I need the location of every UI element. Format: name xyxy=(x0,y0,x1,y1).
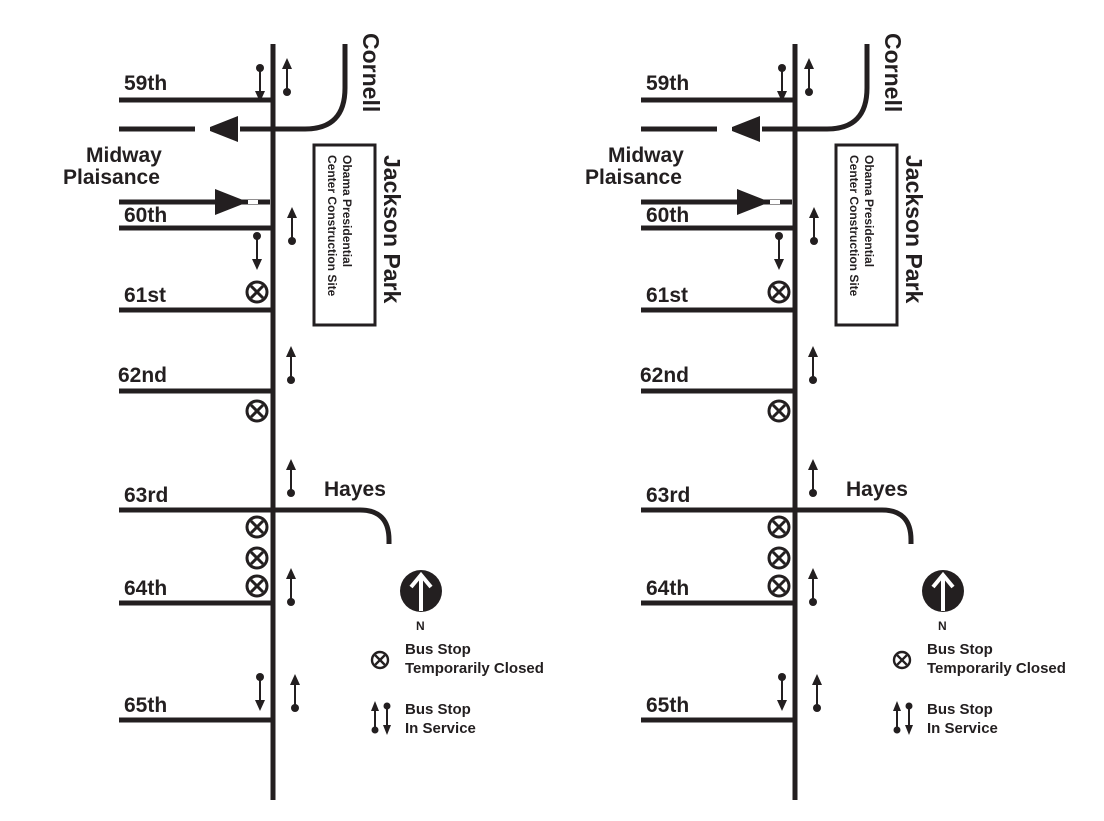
label-midway: Midway xyxy=(86,144,162,167)
bus-stop-in-service-icon xyxy=(285,458,297,498)
label-midway: Midway xyxy=(608,144,684,167)
legend-service-line1: Bus Stop xyxy=(405,701,471,718)
legend-closed-line2: Temporarily Closed xyxy=(927,660,1066,677)
westbound-arrow-icon xyxy=(205,116,238,142)
north-label: N xyxy=(938,619,947,633)
label-cornell: Cornell xyxy=(880,33,906,112)
bus-stop-in-service-icon xyxy=(286,206,298,246)
bus-stop-in-service-icon xyxy=(811,673,823,713)
cornell-road xyxy=(762,44,870,132)
westbound-arrow-icon xyxy=(727,116,760,142)
bus-stop-in-service-icon xyxy=(254,63,266,103)
bus-stop-in-service-icon xyxy=(285,345,297,385)
closed-stop-icon xyxy=(767,574,791,598)
bus-stop-in-service-icon xyxy=(254,672,266,712)
closed-stop-icon xyxy=(245,280,269,304)
closed-stop-icon xyxy=(245,399,269,423)
bus-stop-in-service-icon xyxy=(776,63,788,103)
label-59th: 59th xyxy=(124,72,167,95)
label-cornell: Cornell xyxy=(358,33,384,112)
legend-service-icon xyxy=(370,700,392,736)
legend-service-line2: In Service xyxy=(405,720,476,737)
eastbound-arrow-icon xyxy=(737,189,770,215)
label-60th: 60th xyxy=(124,204,167,227)
closed-stop-icon xyxy=(767,399,791,423)
label-jackson-park: Jackson Park xyxy=(901,155,927,304)
legend-closed-line1: Bus Stop xyxy=(927,641,993,658)
bus-stop-in-service-icon xyxy=(251,231,263,271)
legend-service-icon xyxy=(892,700,914,736)
site-label-line1: Obama Presidential xyxy=(862,155,876,267)
label-61st: 61st xyxy=(124,284,166,307)
closed-stop-icon xyxy=(245,515,269,539)
cornell-road xyxy=(240,44,348,132)
label-65th: 65th xyxy=(646,694,689,717)
label-59th: 59th xyxy=(646,72,689,95)
label-hayes: Hayes xyxy=(846,478,908,501)
bus-stop-in-service-icon xyxy=(776,672,788,712)
map-panel-left: Obama Presidential Center Construction S… xyxy=(63,33,544,800)
label-hayes: Hayes xyxy=(324,478,386,501)
label-jackson-park: Jackson Park xyxy=(379,155,405,304)
label-63rd: 63rd xyxy=(646,484,690,507)
site-label-line2: Center Construction Site xyxy=(325,155,339,297)
closed-stop-icon xyxy=(245,574,269,598)
hayes-road xyxy=(273,507,392,544)
label-63rd: 63rd xyxy=(124,484,168,507)
legend-closed-icon xyxy=(370,650,390,670)
bus-stop-in-service-icon xyxy=(289,673,301,713)
label-65th: 65th xyxy=(124,694,167,717)
legend-service-line1: Bus Stop xyxy=(927,701,993,718)
bus-stop-in-service-icon xyxy=(773,231,785,271)
legend-closed-line2: Temporarily Closed xyxy=(405,660,544,677)
label-62nd: 62nd xyxy=(640,364,689,387)
construction-site-box xyxy=(834,143,899,327)
closed-stop-icon xyxy=(767,546,791,570)
label-plaisance: Plaisance xyxy=(585,166,682,189)
site-label-line1: Obama Presidential xyxy=(340,155,354,267)
bus-stop-in-service-icon xyxy=(808,206,820,246)
legend-closed-icon xyxy=(892,650,912,670)
north-label: N xyxy=(416,619,425,633)
legend-service-line2: In Service xyxy=(927,720,998,737)
map-panel-right: Obama Presidential Center Construction S… xyxy=(585,33,1066,800)
hayes-road xyxy=(795,507,914,544)
eastbound-arrow-icon xyxy=(215,189,248,215)
north-arrow-icon xyxy=(922,570,964,612)
north-arrow-icon xyxy=(400,570,442,612)
construction-site-box xyxy=(312,143,377,327)
label-64th: 64th xyxy=(124,577,167,600)
bus-stop-in-service-icon xyxy=(285,567,297,607)
label-60th: 60th xyxy=(646,204,689,227)
legend-closed-line1: Bus Stop xyxy=(405,641,471,658)
closed-stop-icon xyxy=(245,546,269,570)
label-64th: 64th xyxy=(646,577,689,600)
site-label-line2: Center Construction Site xyxy=(847,155,861,297)
label-61st: 61st xyxy=(646,284,688,307)
bus-stop-in-service-icon xyxy=(807,345,819,385)
label-plaisance: Plaisance xyxy=(63,166,160,189)
bus-stop-in-service-icon xyxy=(807,458,819,498)
bus-stop-in-service-icon xyxy=(281,57,293,97)
bus-stop-in-service-icon xyxy=(803,57,815,97)
closed-stop-icon xyxy=(767,280,791,304)
label-62nd: 62nd xyxy=(118,364,167,387)
bus-stop-in-service-icon xyxy=(807,567,819,607)
closed-stop-icon xyxy=(767,515,791,539)
